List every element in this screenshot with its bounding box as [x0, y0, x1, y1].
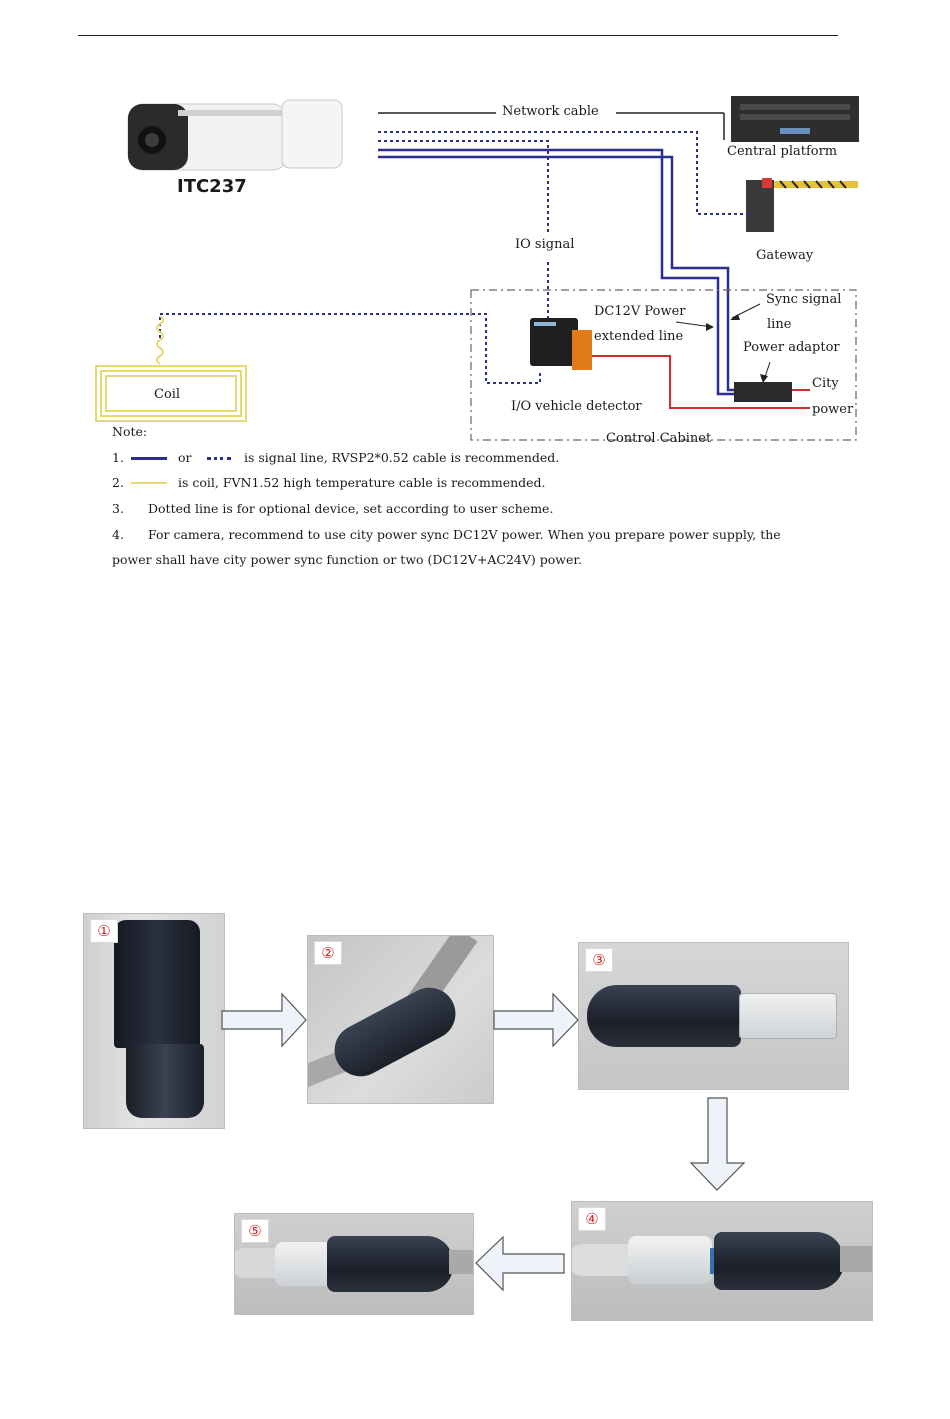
dotted-signal-line-swatch — [207, 457, 231, 460]
arrow-right-1-to-2 — [221, 992, 307, 1048]
connector-sleeve — [114, 920, 200, 1048]
io-vehicle-detector-label: I/O vehicle detector — [511, 399, 642, 414]
note-2-text: is coil, FVN1.52 high temperature cable … — [178, 475, 546, 490]
coil-line-swatch — [131, 482, 167, 484]
central-platform-label: Central platform — [727, 144, 838, 159]
solid-signal-line-swatch — [131, 457, 167, 460]
note-3-text: Dotted line is for optional device, set … — [148, 501, 554, 516]
io-detector-illustration — [530, 318, 592, 370]
step-1-photo: ① — [83, 913, 225, 1129]
power-adaptor-label: Power adaptor — [743, 340, 840, 355]
connector-sleeve — [327, 1236, 453, 1292]
notes-title: Note: — [112, 424, 148, 439]
rj45-plug — [739, 993, 837, 1039]
power-label: power — [812, 402, 854, 417]
gateway-barrier-illustration — [746, 178, 858, 232]
camera-model-label: ITC237 — [177, 176, 247, 197]
wiring-diagram-lines — [95, 96, 859, 441]
arrow-right-2-to-3 — [493, 992, 579, 1048]
note-1-text: is signal line, RVSP2*0.52 cable is reco… — [244, 450, 560, 465]
step-2-photo: ② — [307, 935, 494, 1104]
gateway-label: Gateway — [756, 248, 814, 263]
central-platform-illustration — [731, 96, 859, 142]
cable — [449, 1250, 473, 1274]
city-label: City — [812, 376, 839, 391]
note-4-number: 4. — [112, 527, 124, 542]
extended-line-label: extended line — [594, 329, 684, 344]
note-1-number: 1. — [112, 450, 124, 465]
step-2-number: ② — [314, 941, 342, 965]
cable — [840, 1246, 872, 1272]
step-4-photo: ④ — [571, 1201, 873, 1321]
sync-line-label: line — [767, 317, 792, 332]
step-5-photo: ⑤ — [234, 1213, 474, 1315]
step-4-number: ④ — [578, 1207, 606, 1231]
step-1-number: ① — [90, 919, 118, 943]
header-rule — [78, 35, 838, 36]
rj45-plug — [275, 1242, 335, 1286]
coil-label: Coil — [154, 387, 181, 402]
note-4-text-line-1: For camera, recommend to use city power … — [148, 527, 781, 542]
rj45-plug — [628, 1236, 712, 1284]
connector-sleeve — [714, 1232, 844, 1290]
step-3-photo: ③ — [578, 942, 849, 1090]
network-cable-label: Network cable — [502, 104, 599, 119]
sync-signal-label: Sync signal — [766, 292, 842, 307]
connector-sleeve — [587, 985, 741, 1047]
power-adaptor-box — [734, 382, 792, 402]
arrow-left-4-to-5 — [475, 1235, 565, 1292]
note-2-number: 2. — [112, 475, 124, 490]
connector-cap — [126, 1044, 204, 1118]
control-cabinet-label: Control Cabinet — [606, 431, 712, 446]
note-3-number: 3. — [112, 501, 124, 516]
connector-sleeve — [325, 978, 465, 1086]
dc12v-power-label: DC12V Power — [594, 304, 686, 319]
step-3-number: ③ — [585, 948, 613, 972]
note-1-or: or — [178, 450, 192, 465]
step-5-number: ⑤ — [241, 1219, 269, 1243]
io-signal-label: IO signal — [515, 237, 575, 252]
note-4-text-line-2: power shall have city power sync functio… — [112, 552, 582, 567]
camera-illustration — [127, 99, 343, 171]
arrow-down-3-to-4 — [689, 1097, 746, 1191]
